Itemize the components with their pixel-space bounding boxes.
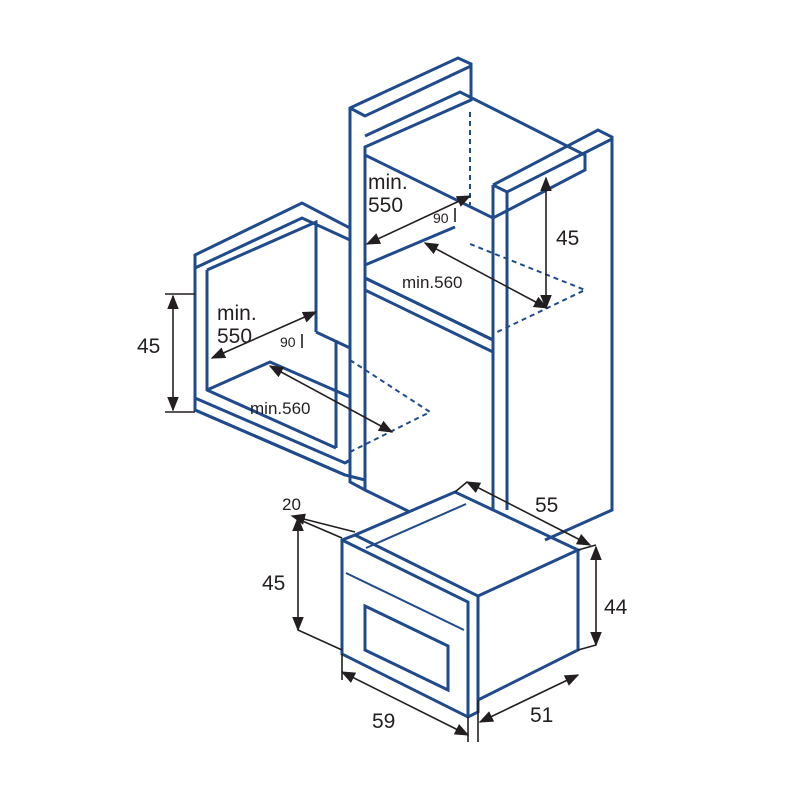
oven-width: 59 bbox=[372, 710, 395, 733]
tall-cabinet-min-width: min.560 bbox=[402, 273, 462, 292]
oven bbox=[340, 490, 582, 719]
left-cabinet-height: 45 bbox=[137, 335, 160, 358]
oven-front-depth: 20 bbox=[282, 495, 301, 514]
left-cabinet-min-depth-line2: 550 bbox=[217, 325, 252, 348]
left-cabinet-min-depth-line1: min. bbox=[217, 302, 257, 325]
left-cabinet-angle: 90 bbox=[280, 334, 296, 350]
oven-body-height: 44 bbox=[604, 596, 628, 619]
oven-depth: 55 bbox=[535, 494, 558, 517]
oven-front-height: 45 bbox=[262, 572, 285, 595]
oven-dimensions bbox=[290, 481, 602, 742]
left-cabinet-min-width: min.560 bbox=[250, 399, 310, 418]
left-cabinet-dimensions bbox=[165, 293, 394, 433]
tall-cabinet-min-depth-line2: 550 bbox=[368, 194, 403, 217]
tall-cabinet-angle: 90 bbox=[433, 210, 449, 226]
tall-cabinet bbox=[348, 56, 614, 542]
tall-cabinet-min-depth-line1: min. bbox=[368, 171, 408, 194]
tall-cabinet-height: 45 bbox=[556, 227, 579, 250]
oven-body-width: 51 bbox=[530, 704, 553, 727]
tall-cabinet-dimensions bbox=[365, 176, 552, 310]
